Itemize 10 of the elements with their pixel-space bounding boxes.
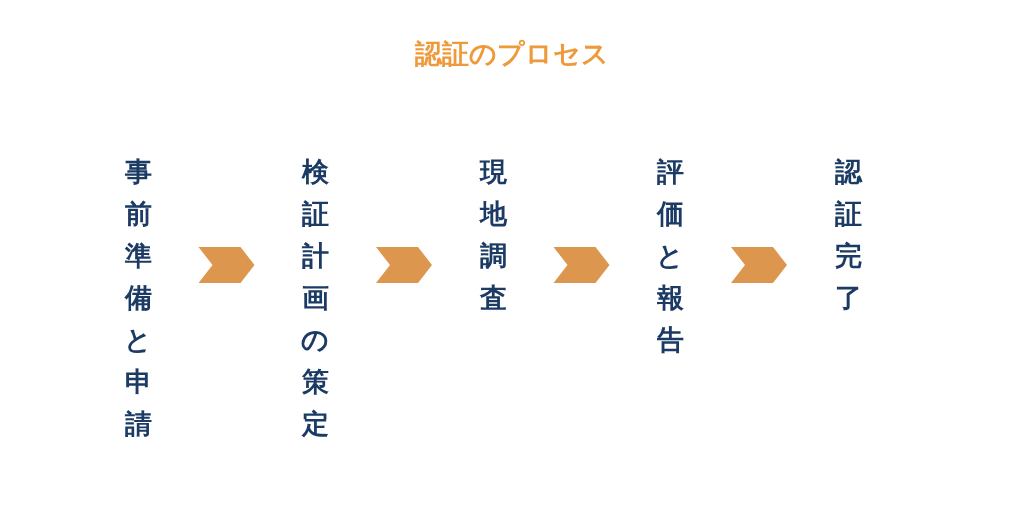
chevron-arrow bbox=[376, 247, 432, 283]
step-label: 事前準備と申請 bbox=[123, 151, 153, 445]
chevron-arrow bbox=[553, 247, 610, 283]
chevron-arrow bbox=[198, 247, 255, 283]
chevron-arrow bbox=[731, 247, 787, 283]
step-label: 現地調査 bbox=[478, 151, 508, 319]
step-label: 認証完了 bbox=[833, 151, 863, 319]
title: 認証のプロセス bbox=[415, 38, 609, 69]
step-label: 検証計画の策定 bbox=[300, 151, 330, 445]
step-label: 評価と報告 bbox=[655, 151, 685, 361]
